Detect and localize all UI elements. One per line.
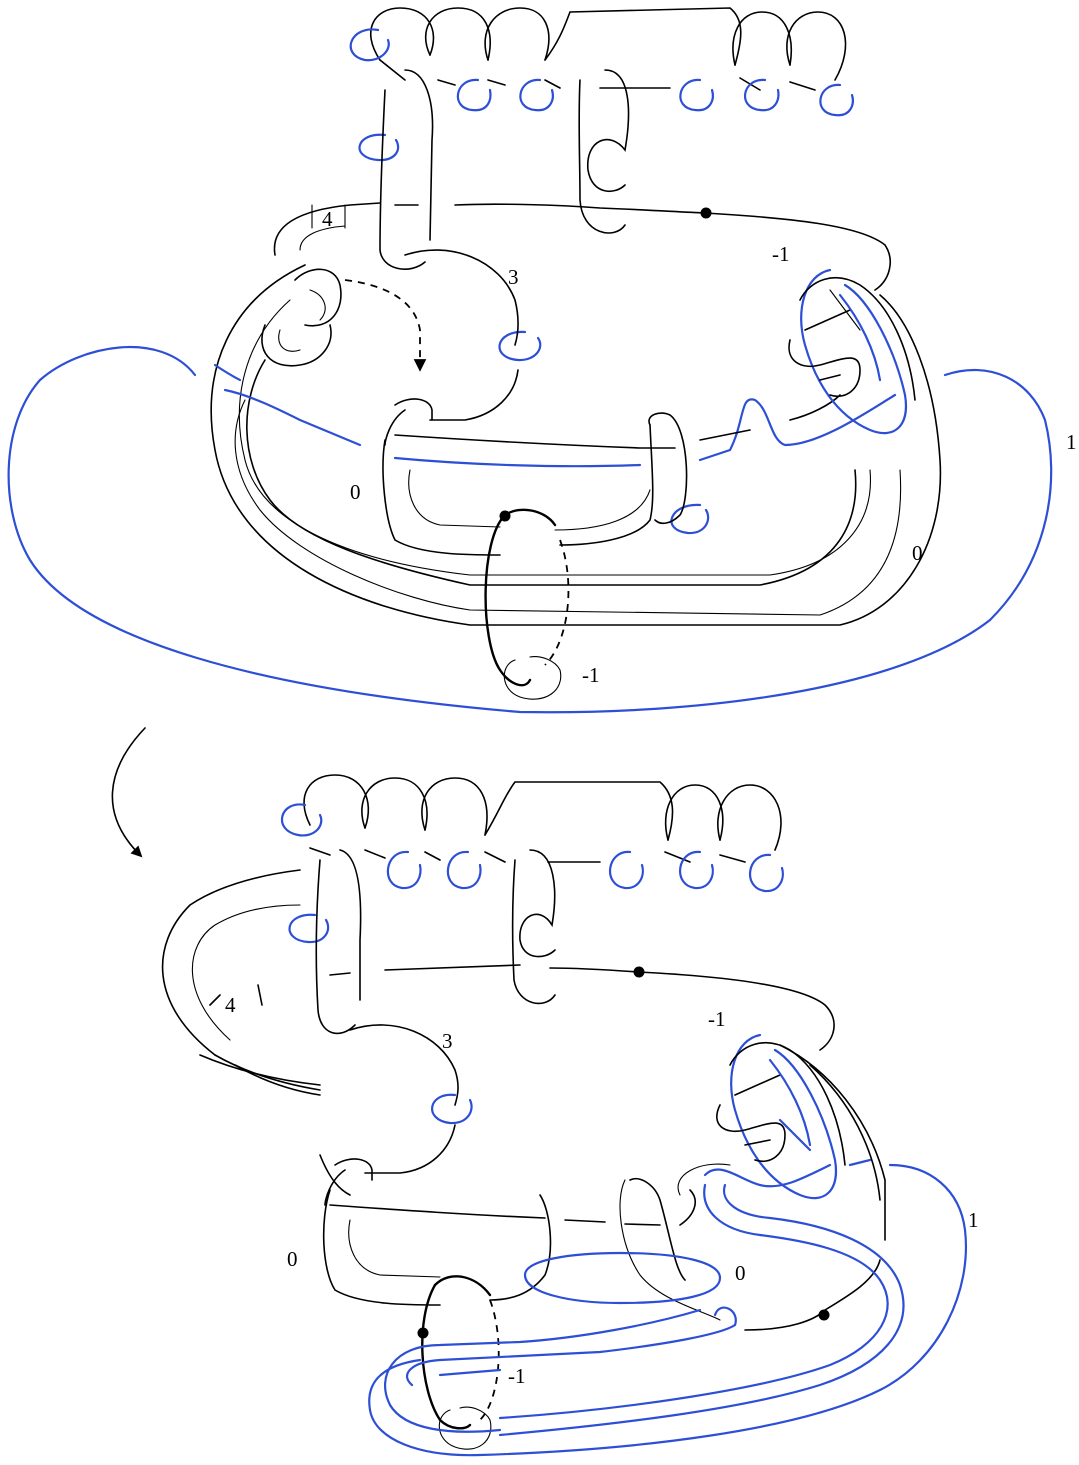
bottom-label-framing-left: 0 — [287, 1247, 298, 1271]
top-dotted-circle — [484, 508, 570, 700]
top-label-framing-far-right: 1 — [1066, 430, 1077, 454]
bottom-handles — [315, 849, 556, 1035]
bottom-clasp-chain — [303, 774, 782, 863]
bottom-blue-small-ring — [523, 1251, 722, 1305]
top-label-twist-box: 4 — [322, 207, 333, 231]
curved-arrow-down-icon — [111, 727, 146, 858]
top-strand-3 — [404, 249, 519, 421]
bottom-label-twist-box: 4 — [225, 993, 236, 1017]
bottom-outer-rings — [199, 1054, 351, 1196]
top-label-framing-right-lower: 0 — [912, 541, 923, 565]
top-diagram: 4 3 -1 1 0 0 -1 — [7, 7, 1077, 714]
bottom-middle-band — [322, 1158, 731, 1321]
bottom-label-framing-middle: 0 — [735, 1261, 746, 1285]
bottom-horizontal-band — [161, 869, 835, 1056]
top-label-framing-bottom: -1 — [582, 663, 600, 687]
top-horizontal-band — [273, 202, 891, 291]
bottom-label-framing-bottom: -1 — [508, 1364, 526, 1388]
bottom-diagram: 4 3 -1 1 0 0 -1 — [161, 774, 979, 1457]
top-label-framing-right-small: -1 — [772, 242, 790, 266]
bottom-dotted-point-2 — [818, 1309, 830, 1321]
top-middle-clasps — [554, 412, 688, 546]
top-blue-outer — [7, 345, 1053, 714]
top-dotted-point-2 — [499, 510, 511, 522]
bottom-knot-right — [703, 1033, 886, 1241]
top-handles — [379, 69, 630, 270]
bottom-label-framing-upper: 3 — [442, 1029, 453, 1053]
top-knot-right — [788, 268, 916, 435]
top-label-framing-left: 0 — [350, 480, 361, 504]
bottom-blue-long-curves — [368, 1163, 967, 1457]
top-label-framing-upper: 3 — [508, 265, 519, 289]
bottom-strand-3 — [349, 1024, 459, 1174]
top-dashed-move-arrow — [344, 279, 427, 372]
top-outer-rings — [210, 264, 942, 626]
top-knot-left — [261, 268, 342, 367]
bottom-dotted-point-1 — [633, 966, 645, 978]
top-blue-band — [213, 363, 897, 468]
bottom-dotted-curve — [744, 1259, 881, 1331]
bottom-blue-meridians — [280, 803, 784, 1125]
bottom-dotted-circle — [417, 1275, 500, 1450]
top-blue-meridians — [349, 28, 854, 535]
top-middle-band — [382, 394, 841, 556]
bottom-label-framing-right-small: -1 — [708, 1007, 726, 1031]
top-dotted-point-1 — [700, 207, 712, 219]
bottom-dotted-point-3 — [417, 1327, 429, 1339]
bottom-label-framing-far-right: 1 — [968, 1208, 979, 1232]
top-clasp-chain — [369, 7, 847, 91]
